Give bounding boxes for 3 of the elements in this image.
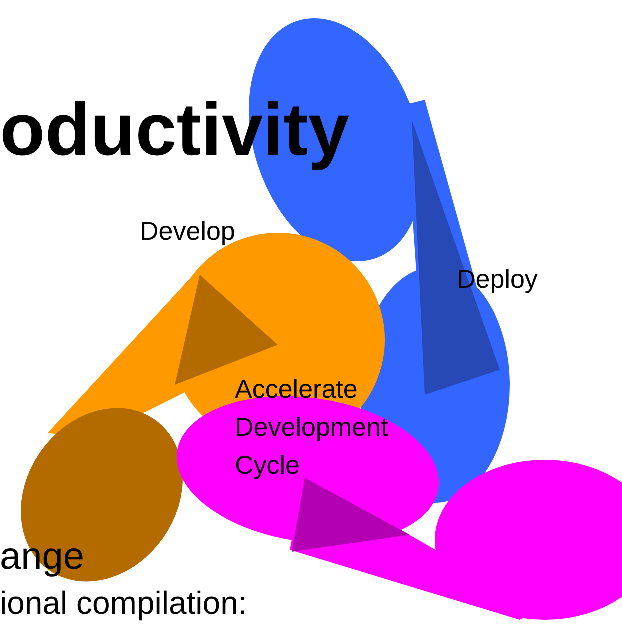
stage-label: Develop bbox=[140, 215, 236, 247]
center-label: Accelerate Development Cycle bbox=[235, 373, 390, 482]
bullet-text: ional compilation: bbox=[0, 584, 248, 622]
